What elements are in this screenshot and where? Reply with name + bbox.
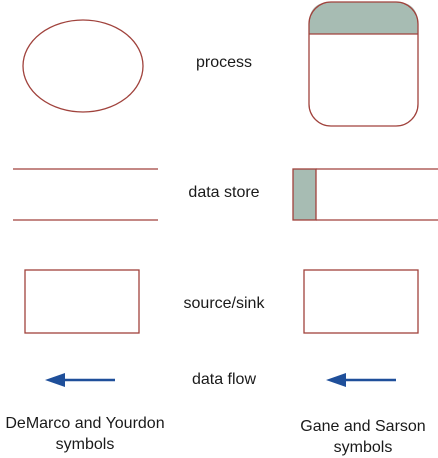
left-caption-line-2: symbols <box>55 436 115 453</box>
left-caption-line-1: DeMarco and Yourdon <box>5 415 165 432</box>
right-caption-line-1: Gane and Sarson <box>300 418 426 435</box>
demarco-process-circle <box>22 19 144 113</box>
process-outline <box>308 1 419 127</box>
row-label-data-flow: data flow <box>191 371 257 388</box>
left-column-caption: DeMarco and Yourdon symbols <box>0 413 170 455</box>
data-store-id-box <box>292 168 317 221</box>
gane-sarson-source-sink-square <box>303 269 419 334</box>
gane-sarson-data-store <box>292 168 438 221</box>
demarco-data-store <box>13 168 158 221</box>
demarco-data-flow-arrow <box>45 373 115 387</box>
right-column-caption: Gane and Sarson symbols <box>288 416 438 458</box>
gane-sarson-process-rectangle <box>308 1 419 127</box>
process-header-fill <box>309 2 418 34</box>
right-caption-line-2: symbols <box>333 439 393 456</box>
row-label-process: process <box>195 54 253 71</box>
row-label-data-store: data store <box>188 184 260 201</box>
demarco-source-sink-square <box>24 269 140 334</box>
gane-sarson-data-flow-arrow <box>326 373 396 387</box>
row-label-source-sink: source/sink <box>183 295 265 312</box>
